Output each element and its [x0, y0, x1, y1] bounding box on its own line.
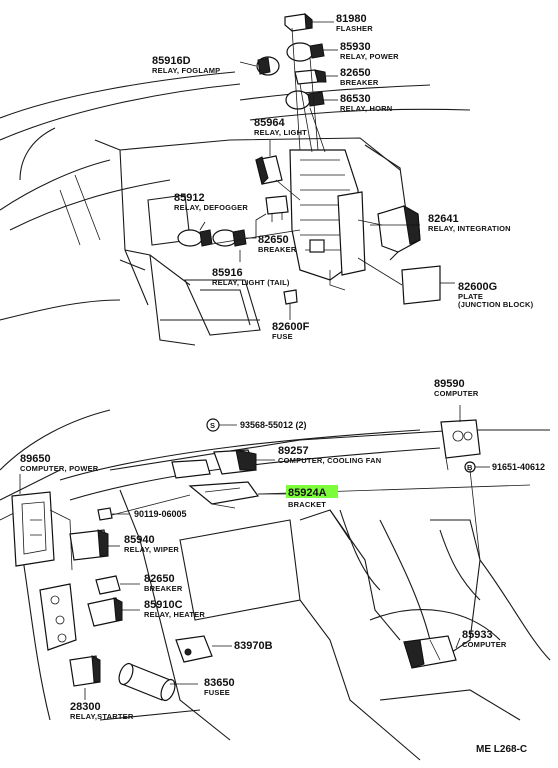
relay-integration-part	[377, 205, 421, 253]
computer-low-part	[403, 635, 457, 669]
computer-power-part	[11, 491, 73, 571]
callout-num-fusee: 83650	[204, 677, 235, 689]
callout-desc-plate: PLATE	[458, 292, 483, 301]
bracket-part	[188, 481, 260, 509]
callout-desc-breaker-mid: BREAKER	[258, 245, 297, 254]
breaker-low-part	[95, 575, 121, 595]
callout-desc-relay-horn: RELAY, HORN	[340, 104, 392, 113]
callout-num-relay-power: 85930	[340, 41, 371, 53]
callout-desc-computer-power: COMPUTER, POWER	[20, 464, 99, 473]
part-83970b	[175, 635, 213, 663]
callout-desc-computer-cooling: COMPUTER, COOLING FAN	[278, 456, 381, 465]
callout-num-bolt: 91651-40612	[492, 462, 545, 472]
relay-wiper-part	[69, 529, 109, 561]
callout-num-computer-cooling: 89257	[278, 445, 309, 457]
lower-dashboard-outline	[0, 409, 551, 761]
relay-starter-part	[69, 655, 101, 687]
svg-text:S: S	[210, 421, 215, 430]
callout-desc-breaker-top: BREAKER	[340, 78, 379, 87]
relay-light-part	[255, 155, 283, 185]
fusee-part	[118, 662, 176, 702]
callout-desc-fuse: FUSE	[272, 332, 293, 341]
junction-block	[289, 149, 366, 291]
callout-num-flasher: 81980	[336, 13, 367, 25]
relay-defogger-part	[177, 229, 247, 247]
callout-num-fuse: 82600F	[272, 321, 310, 333]
callout-desc-flasher: FLASHER	[336, 24, 373, 33]
callout-desc-fusee: FUSEE	[204, 688, 230, 697]
callout-desc-relay-starter: RELAY,STARTER	[70, 712, 134, 721]
callout-desc-breaker-low: BREAKER	[144, 584, 183, 593]
callout-num-relay-light-tail: 85916	[212, 267, 243, 279]
callout-labels: 81980 FLASHER 85930 RELAY, POWER 85916D …	[20, 13, 545, 755]
callout-num-plate: 82600G	[458, 281, 497, 293]
callout-num-breaker-low: 82650	[144, 573, 175, 585]
footer-code: ME L268-C	[476, 744, 527, 755]
callout-num-part-83970b: 83970B	[234, 640, 273, 652]
nut-part	[97, 507, 113, 521]
callout-num-relay-integration: 82641	[428, 213, 459, 225]
callout-desc-bracket: BRACKET	[288, 500, 326, 509]
callout-num-relay-wiper: 85940	[124, 534, 155, 546]
callout-desc-relay-wiper: RELAY, WIPER	[124, 545, 179, 554]
relay-horn-part	[285, 90, 325, 110]
plate-part	[401, 265, 441, 305]
callout-desc-relay-power: RELAY, POWER	[340, 52, 399, 61]
callout-desc-relay-integration: RELAY, INTEGRATION	[428, 224, 511, 233]
bracket-highlight	[286, 485, 338, 498]
callout-desc-relay-light: RELAY, LIGHT	[254, 128, 307, 137]
flasher-part	[284, 12, 313, 32]
callout-num-relay-light: 85964	[254, 117, 285, 129]
callout-num-computer-power: 89650	[20, 453, 51, 465]
svg-text:B: B	[467, 463, 473, 472]
screw-part: S	[206, 418, 220, 432]
callout-desc-computer-low: COMPUTER	[462, 640, 507, 649]
callout-desc-relay-heater: RELAY, HEATER	[144, 610, 205, 619]
breaker-mid-part	[265, 195, 289, 222]
breaker-top-part	[294, 69, 327, 85]
callout-num-bracket: 85924A	[288, 487, 327, 499]
callout-desc-relay-defogger: RELAY, DEFOGGER	[174, 203, 248, 212]
callout-num-relay-foglamp: 85916D	[152, 55, 191, 67]
relay-power-part	[286, 42, 325, 62]
upper-leader-lines	[199, 21, 455, 320]
callout-desc-computer-top: COMPUTER	[434, 389, 479, 398]
callout-num-computer-low: 85933	[462, 629, 493, 641]
callout-num-breaker-mid: 82650	[258, 234, 289, 246]
fuse-part	[283, 289, 298, 305]
callout-num-breaker-top: 82650	[340, 67, 371, 79]
callout-num-nut: 90119-06005	[134, 509, 187, 519]
callout-num-relay-defogger: 85912	[174, 192, 205, 204]
relay-heater-part	[87, 597, 123, 627]
callout-desc-relay-light-tail: RELAY, LIGHT (TAIL)	[212, 278, 290, 287]
callout-num-screw: 93568-55012 (2)	[240, 420, 307, 430]
computer-cooling-part	[171, 449, 257, 479]
callout-num-relay-horn: 86530	[340, 93, 371, 105]
callout-num-relay-starter: 28300	[70, 701, 101, 713]
callout-desc-relay-foglamp: RELAY, FOGLAMP	[152, 66, 220, 75]
callout-num-computer-top: 89590	[434, 378, 465, 390]
computer-top-part	[440, 419, 481, 471]
lower-left-bracket	[39, 583, 77, 651]
relay-foglamp-part	[256, 56, 280, 76]
callout-desc2-plate: (JUNCTION BLOCK)	[458, 300, 534, 309]
callout-num-relay-heater: 85910C	[144, 599, 183, 611]
